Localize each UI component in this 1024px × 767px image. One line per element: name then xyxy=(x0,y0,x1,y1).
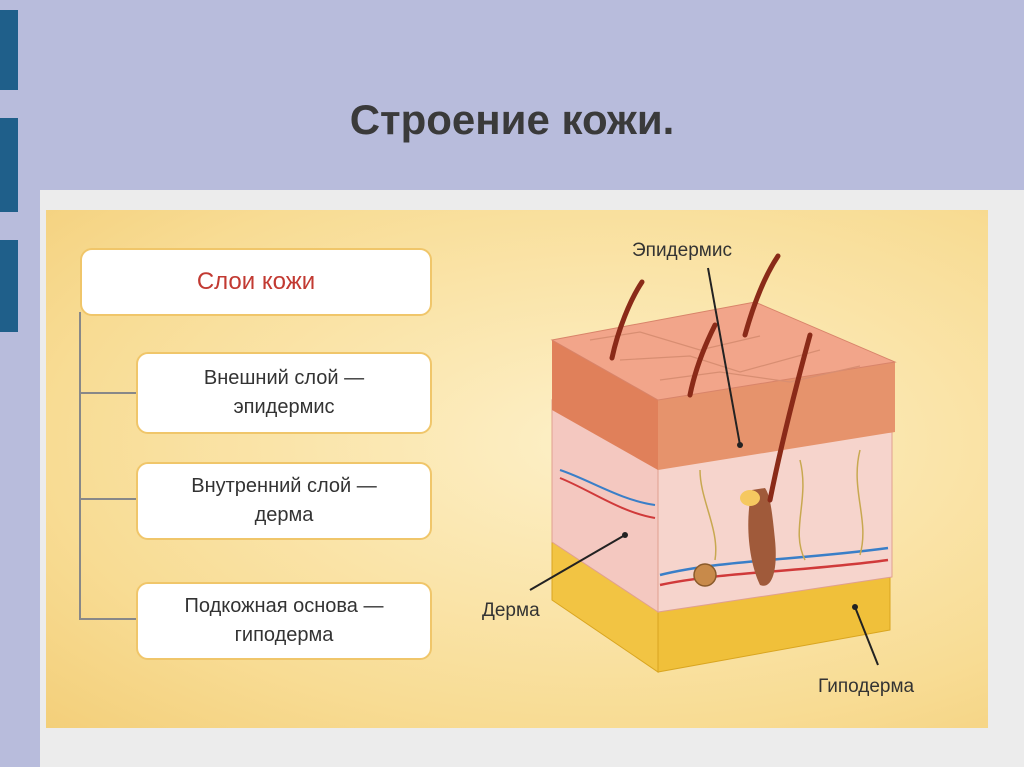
label-epidermis: Эпидермис xyxy=(632,240,732,262)
label-hypodermis: Гиподерма xyxy=(818,676,914,698)
label-dermis: Дерма xyxy=(482,600,540,622)
